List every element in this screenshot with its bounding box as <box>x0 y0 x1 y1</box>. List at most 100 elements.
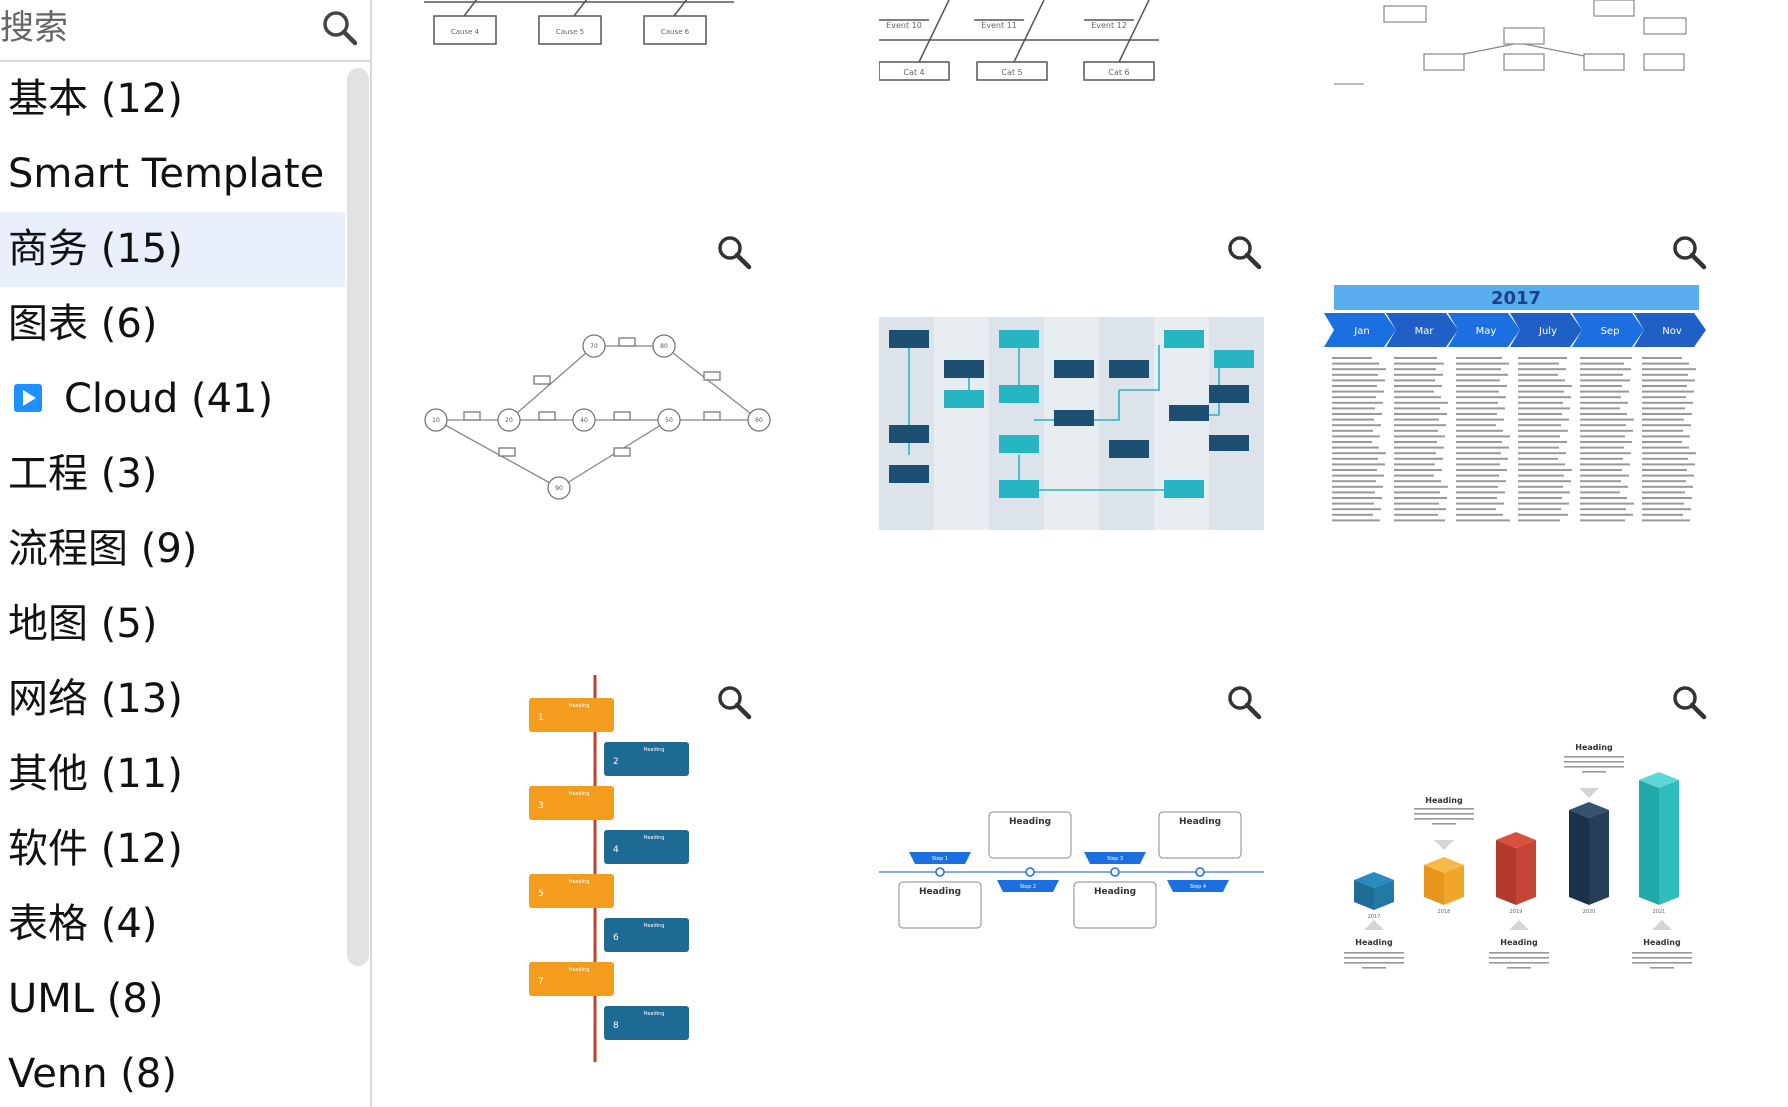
category-software[interactable]: 软件 (12) <box>0 812 345 887</box>
text-line <box>1564 766 1624 768</box>
text-line <box>1518 424 1561 427</box>
text-line <box>1394 368 1436 371</box>
text-line <box>1332 441 1372 443</box>
text-line <box>1394 441 1437 443</box>
step-heading: Heading <box>644 747 665 753</box>
network-node-label: 90 <box>555 485 563 492</box>
category-label: 流程图 (9) <box>8 526 198 572</box>
text-line <box>1564 756 1624 758</box>
text-line <box>1642 396 1686 399</box>
text-line <box>1580 480 1621 483</box>
text-line <box>1456 379 1500 382</box>
template-tile-network-diagram[interactable]: 10 20 40 50 60 70 80 90 <box>424 220 834 600</box>
category-label: 基本 (12) <box>8 76 183 122</box>
text-line <box>1580 424 1626 427</box>
step-box <box>604 1006 689 1040</box>
timeline-month: Mar <box>1415 326 1435 337</box>
text-line <box>1456 441 1502 443</box>
timeline-text-blocks <box>1332 357 1696 522</box>
text-line <box>1642 407 1685 410</box>
category-uml[interactable]: UML (8) <box>0 962 345 1037</box>
text-line <box>1394 508 1446 511</box>
text-line <box>1394 491 1440 494</box>
category-venn[interactable]: Venn (8) <box>0 1037 345 1107</box>
category-cloud[interactable]: Cloud (41) <box>0 362 345 437</box>
template-tile-fishbone-2[interactable]: Event 10 Event 11 Event 12 Cat 4 Cat 5 C… <box>879 0 1289 81</box>
zoom-icon[interactable] <box>1669 232 1709 272</box>
search-icon[interactable] <box>318 6 362 50</box>
search-input[interactable] <box>0 4 310 52</box>
text-line <box>1332 480 1376 483</box>
category-network[interactable]: 网络 (13) <box>0 662 345 737</box>
text-line <box>1518 362 1559 365</box>
bar-year: 2021 <box>1653 909 1666 915</box>
step-heading: Heading <box>644 923 665 929</box>
text-line <box>1394 435 1445 438</box>
sidebar-scrollbar[interactable] <box>347 68 369 966</box>
text-line <box>1394 497 1447 499</box>
fishbone-label: Cause 5 <box>556 28 584 36</box>
text-line <box>1632 962 1692 964</box>
zoom-icon[interactable] <box>1224 682 1264 722</box>
category-engineering[interactable]: 工程 (3) <box>0 437 345 512</box>
text-line <box>1518 480 1571 483</box>
text-line <box>1642 357 1682 359</box>
text-line <box>1518 474 1564 477</box>
zoom-icon[interactable] <box>1669 682 1709 722</box>
fishbone-label: Cat 5 <box>1001 68 1022 77</box>
category-flowchart[interactable]: 流程图 (9) <box>0 512 345 587</box>
template-tile-year-timeline[interactable]: 2017 Jan Mar May July Sep Nov <box>1324 220 1734 600</box>
text-line <box>1642 368 1696 371</box>
category-smart-template[interactable]: Smart Template <box>0 137 345 212</box>
text-line <box>1642 446 1689 449</box>
text-line <box>1518 385 1572 387</box>
text-line <box>1642 424 1691 427</box>
text-line <box>1642 429 1683 432</box>
bar-heading: Heading <box>1575 743 1613 752</box>
text-line <box>1564 761 1624 763</box>
text-line <box>1642 485 1693 488</box>
text-line <box>1456 457 1508 460</box>
template-tile-horizontal-timeline[interactable]: Heading Heading Heading Heading Step 1 S… <box>879 670 1289 1050</box>
text-line <box>1642 373 1688 376</box>
vertical-steps: 1Heading2Heading3Heading4Heading5Heading… <box>529 698 689 1040</box>
text-line <box>1332 368 1386 371</box>
network-node-label: 40 <box>580 417 588 424</box>
category-tables[interactable]: 表格 (4) <box>0 887 345 962</box>
category-business[interactable]: 商务 (15) <box>0 212 345 287</box>
text-line <box>1456 362 1509 365</box>
text-line <box>1332 362 1379 365</box>
sidebar: 基本 (12) Smart Template 商务 (15) 图表 (6) Cl… <box>0 0 372 1107</box>
zoom-icon[interactable] <box>714 232 754 272</box>
timeline-month: Jan <box>1353 326 1369 337</box>
text-line <box>1332 401 1383 404</box>
category-other[interactable]: 其他 (11) <box>0 737 345 812</box>
text-line <box>1332 446 1379 449</box>
step-heading: Heading <box>1179 817 1221 827</box>
category-label: 商务 (15) <box>8 226 183 272</box>
zoom-icon[interactable] <box>714 682 754 722</box>
category-basic[interactable]: 基本 (12) <box>0 62 345 137</box>
text-line <box>1632 952 1692 954</box>
step-heading: Heading <box>919 887 961 897</box>
template-tile-fishbone-1[interactable]: Cause 4 Cause 5 Cause 6 <box>374 0 784 80</box>
category-charts[interactable]: 图表 (6) <box>0 287 345 362</box>
text-line <box>1518 413 1562 415</box>
template-tile-org-chart[interactable] <box>1324 0 1734 85</box>
text-line <box>1580 508 1626 511</box>
text-line <box>1332 519 1380 522</box>
category-maps[interactable]: 地图 (5) <box>0 587 345 662</box>
step-number: 8 <box>613 1021 619 1031</box>
text-line <box>1332 452 1386 455</box>
category-list: 基本 (12) Smart Template 商务 (15) 图表 (6) Cl… <box>0 62 345 1107</box>
text-line <box>1456 469 1507 471</box>
text-line <box>1456 429 1503 432</box>
template-tile-swimlane-flowchart[interactable] <box>879 220 1289 600</box>
template-tile-3d-bars[interactable]: Heading Heading Heading Heading Heading … <box>1324 670 1734 1050</box>
timeline-month: Nov <box>1662 326 1682 337</box>
zoom-icon[interactable] <box>1224 232 1264 272</box>
step-heading: Heading <box>569 879 590 885</box>
timeline-thumbnail: 2017 Jan Mar May July Sep Nov <box>1324 285 1706 522</box>
category-label: 工程 (3) <box>8 451 158 497</box>
